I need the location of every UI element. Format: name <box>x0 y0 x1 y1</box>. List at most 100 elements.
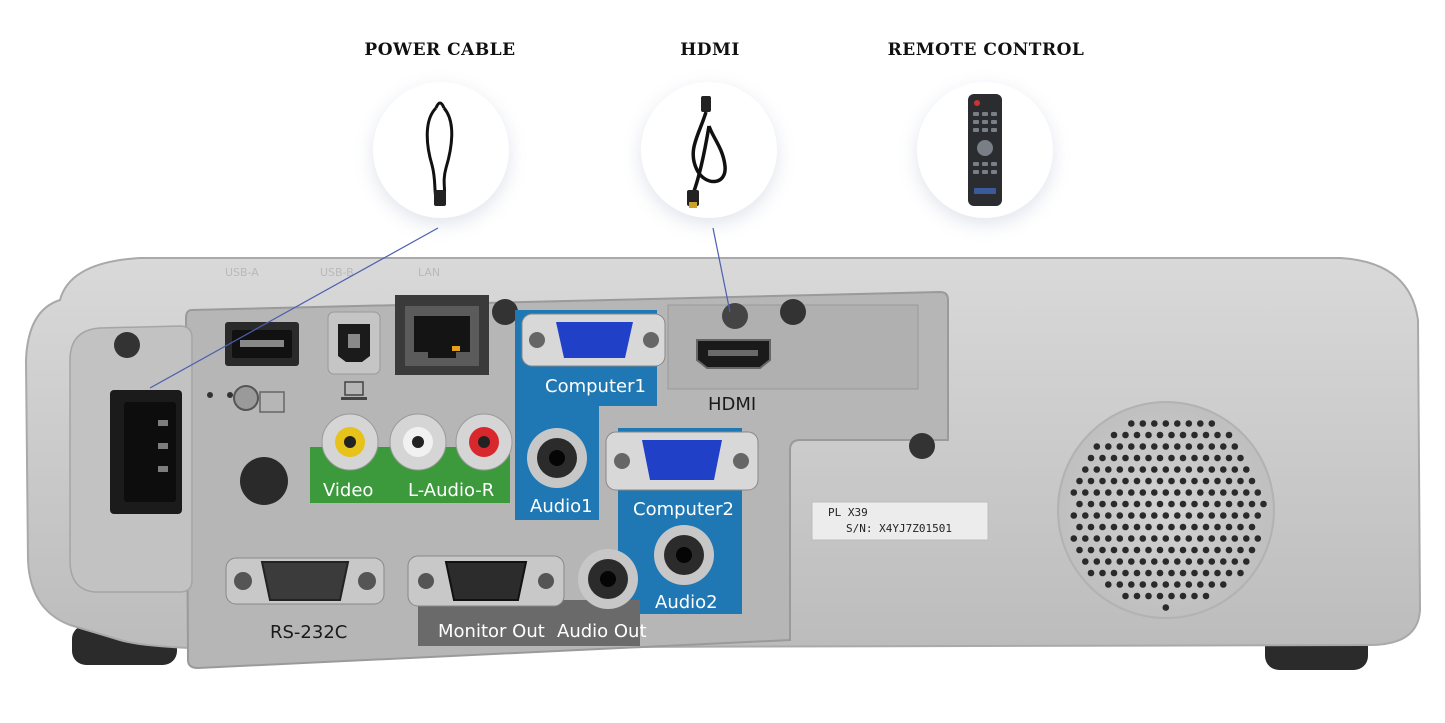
grille-hole <box>1162 558 1170 565</box>
grille-hole <box>1151 443 1158 450</box>
grille-hole <box>1070 512 1078 519</box>
grille-hole <box>1162 489 1170 496</box>
hdmi-title: HDMI <box>680 40 740 60</box>
grille-hole <box>1225 569 1233 577</box>
monitor-out-label: Monitor Out <box>438 621 545 642</box>
grille-hole <box>1179 454 1187 462</box>
grille-hole <box>1128 535 1135 542</box>
grille-hole <box>1133 500 1141 508</box>
grille-hole <box>1248 477 1256 485</box>
grille-hole <box>1122 546 1129 554</box>
grille-hole <box>1087 477 1095 485</box>
grille-hole <box>1179 569 1187 577</box>
grille-hole <box>1076 477 1083 485</box>
grille-hole <box>1151 581 1158 588</box>
grille-hole <box>1156 477 1164 485</box>
grille-hole <box>1162 535 1170 542</box>
speaker-grille <box>1057 401 1275 619</box>
grille-hole <box>1185 558 1193 565</box>
grille-hole <box>1191 477 1198 485</box>
grille-hole <box>1099 546 1106 554</box>
grille-hole <box>1128 581 1135 588</box>
grille-hole <box>1105 443 1112 450</box>
video-rca-port[interactable] <box>321 413 379 471</box>
grille-hole <box>1248 523 1256 531</box>
panel-screw <box>492 299 518 325</box>
grille-hole <box>1156 454 1164 462</box>
audio2-port[interactable] <box>654 525 714 585</box>
usb-b-port[interactable] <box>327 311 381 375</box>
grille-hole <box>1185 535 1193 542</box>
power-inlet[interactable] <box>69 325 193 593</box>
grille-hole <box>1237 569 1244 577</box>
audio1-port[interactable] <box>527 428 587 488</box>
grille-hole <box>1174 558 1181 565</box>
grille-hole <box>1220 558 1227 565</box>
grille-hole <box>1093 512 1101 519</box>
hdmi-screw-right <box>780 299 806 325</box>
grille-hole <box>1243 535 1250 542</box>
usb-a-port[interactable] <box>225 322 299 366</box>
lan-port[interactable] <box>395 295 489 375</box>
grille-hole <box>1093 443 1101 450</box>
grille-hole <box>1151 420 1158 427</box>
grille-hole <box>1110 431 1118 439</box>
grille-hole <box>1225 454 1233 462</box>
grille-hole <box>1145 477 1152 485</box>
grille-hole <box>1208 558 1216 565</box>
grille-hole <box>1214 546 1221 554</box>
monitor-out-port[interactable] <box>407 555 565 607</box>
hdmi-cable-icon <box>687 96 727 208</box>
grille-hole <box>1214 500 1221 508</box>
grille-hole <box>1254 512 1262 519</box>
grille-hole <box>1133 569 1141 577</box>
grille-hole <box>1191 454 1198 462</box>
computer1-port[interactable] <box>521 313 666 367</box>
audio-right-rca-port[interactable] <box>455 413 513 471</box>
usb-a-embossed-label: USB-A <box>225 266 259 279</box>
grille-hole <box>1248 546 1256 554</box>
grille-hole <box>1185 420 1193 427</box>
audio-left-rca-port[interactable] <box>389 413 447 471</box>
grille-hole <box>1087 454 1095 462</box>
grille-hole <box>1185 443 1193 450</box>
grille-hole <box>1220 466 1227 473</box>
grille-hole <box>1133 431 1141 439</box>
audio-out-port[interactable] <box>578 549 638 609</box>
grille-hole <box>1128 443 1135 450</box>
grille-hole <box>1208 443 1216 450</box>
computer2-label: Computer2 <box>633 499 734 520</box>
grille-hole <box>1208 581 1216 588</box>
grille-hole <box>1162 581 1170 588</box>
grille-hole <box>1214 477 1221 485</box>
grille-hole <box>1179 592 1187 600</box>
audio1-label: Audio1 <box>530 496 593 517</box>
grille-hole <box>1082 466 1089 473</box>
grille-hole <box>1128 466 1135 473</box>
grille-hole <box>1202 546 1210 554</box>
serial-number: S/N: X4YJ7Z01501 <box>846 522 952 535</box>
grille-hole <box>1243 512 1250 519</box>
grille-hole <box>1248 500 1256 508</box>
grille-hole <box>1133 454 1141 462</box>
grille-hole <box>1099 477 1106 485</box>
grille-hole <box>1145 523 1152 531</box>
grille-hole <box>1185 581 1193 588</box>
grille-hole <box>1208 420 1216 427</box>
rs232c-port[interactable] <box>225 557 385 605</box>
video-label: Video <box>323 480 373 501</box>
grille-hole <box>1087 523 1095 531</box>
hdmi-port[interactable] <box>696 339 771 369</box>
grille-hole <box>1191 592 1198 600</box>
grille-hole <box>1105 466 1112 473</box>
grille-hole <box>1202 592 1210 600</box>
grille-hole <box>1093 535 1101 542</box>
grille-hole <box>1220 535 1227 542</box>
grille-hole <box>1133 546 1141 554</box>
grille-hole <box>1105 512 1112 519</box>
grille-hole <box>1185 512 1193 519</box>
grille-hole <box>1225 523 1233 531</box>
grille-hole <box>1151 466 1158 473</box>
computer2-port[interactable] <box>605 431 759 491</box>
hdmi-cable-thumbnail <box>641 82 777 218</box>
